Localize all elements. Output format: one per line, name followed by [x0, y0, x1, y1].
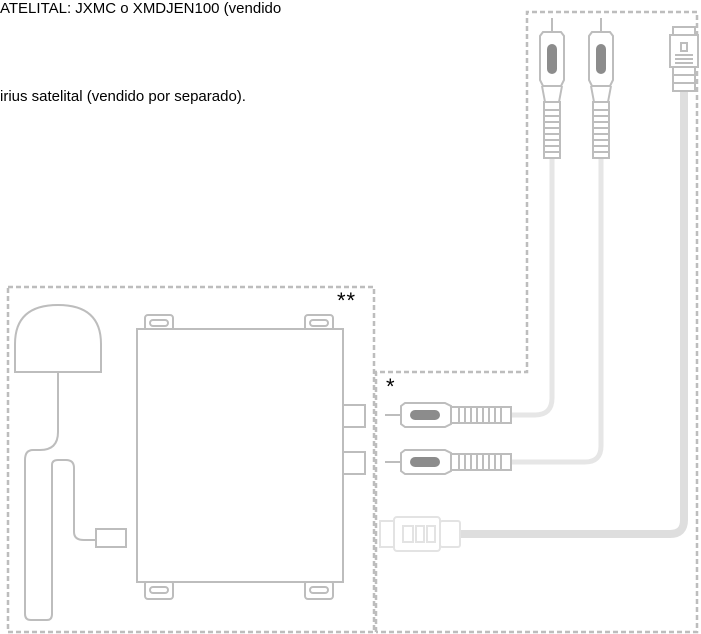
rca-plug-bottom — [385, 449, 512, 475]
tuner-body — [136, 328, 344, 583]
instruction-text-line-2: irius satelital (vendido por separado). — [0, 88, 246, 105]
rca-cable-top — [507, 137, 555, 418]
din-cable — [456, 88, 688, 538]
din-connector-plug — [379, 516, 461, 552]
antenna — [14, 303, 127, 621]
rca-plug-top — [385, 402, 512, 428]
rca-plug-vertical-right — [588, 18, 614, 159]
single-asterisk-marker: * — [386, 374, 396, 399]
rca-plug-vertical-left — [539, 18, 565, 159]
cable-dashed-boundary — [374, 10, 699, 634]
tuner-dashed-box — [6, 285, 376, 634]
antenna-cable — [24, 372, 96, 621]
instruction-text-line-1: ATELITAL: JXMC o XMDJEN100 (vendido — [0, 0, 282, 17]
tuner-box — [136, 314, 366, 600]
double-asterisk-marker: ** — [337, 288, 357, 313]
tuner-output-jack-bottom — [342, 451, 366, 475]
antenna-connector — [95, 528, 127, 548]
din-plug-vertical — [669, 26, 699, 92]
tuner-output-jack-top — [342, 404, 366, 428]
rca-cable-bottom — [507, 137, 604, 465]
antenna-dome — [14, 303, 102, 373]
